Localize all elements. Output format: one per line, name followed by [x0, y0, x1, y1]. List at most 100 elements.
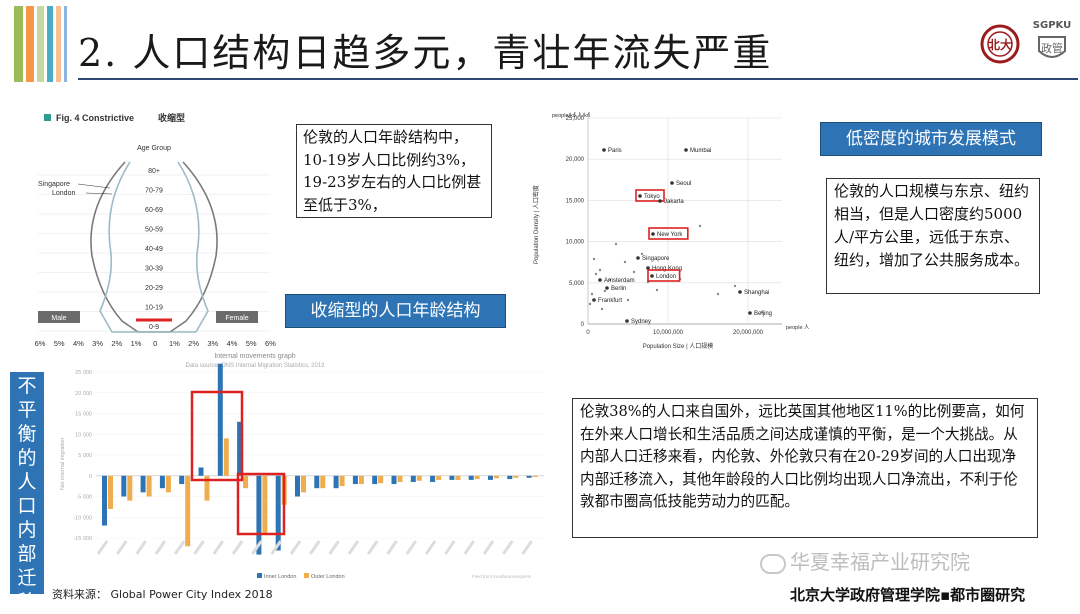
migration-y-tick: 15 000 [75, 412, 92, 418]
bar-outer-london [204, 475, 210, 501]
x-tick-label-placeholder [463, 540, 475, 555]
bar-inner-london [333, 475, 339, 489]
city-label: Frankfurt [598, 298, 622, 304]
city-highlight-box [635, 189, 665, 202]
x-tick-label-placeholder [212, 540, 225, 555]
city-label: Sydney [631, 319, 651, 325]
scatter-point [626, 298, 630, 302]
x-tick-label-placeholder [347, 540, 360, 555]
pyramid-x-tick: 6% [35, 339, 46, 348]
scatter-point [592, 257, 596, 261]
city-point [625, 319, 629, 323]
pyramid-age-labels: 80+70-7960-6950-5940-4930-3920-2910-190-… [145, 168, 163, 331]
scatter-point [590, 292, 594, 296]
scatter-note-text: 伦敦的人口规模与东京、纽约相当，但是人口密度约5000人/平方公里，远低于东京、… [834, 182, 1030, 269]
bar-outer-london [494, 475, 499, 479]
bar-inner-london [140, 475, 146, 493]
legend-outer-london: Outer London [311, 574, 345, 580]
migration-note-text: 伦敦38%的人口来自国外，远比英国其他地区11%的比例要高，如何在外来人口增长和… [580, 403, 1025, 510]
city-point [651, 232, 655, 236]
age-group-label: 80+ [148, 168, 160, 175]
scatter-chart: people/㎢ 人/㎢ Population Density | 人口密度 P… [530, 104, 812, 354]
city-label: Shanghai [744, 290, 769, 296]
migration-y-tick: 25 000 [75, 370, 92, 376]
scatter-y-tick: 15,000 [566, 198, 585, 204]
scatter-x-unit: people 人 [786, 324, 810, 331]
city-label: Jakarta [664, 199, 684, 205]
bar-outer-london [474, 475, 480, 480]
city-label: Mumbai [690, 148, 711, 154]
city-label: Tokyo [644, 194, 660, 200]
bar-inner-london [159, 475, 165, 489]
city-label: Singapore [642, 256, 670, 262]
migration-chart: Internal movements graph Data source: ON… [52, 350, 552, 582]
migration-side-label: 不平衡的人口内部迁移 [10, 372, 44, 613]
bar-inner-london [121, 475, 127, 497]
pku-logo: 北大 [980, 24, 1020, 64]
pyramid-x-tick: 4% [73, 339, 84, 348]
scatter-point [600, 307, 604, 311]
city-label: London [656, 274, 676, 280]
city-point [605, 286, 609, 290]
bar-outer-london [358, 475, 364, 485]
bar-inner-london [410, 475, 416, 482]
scatter-y-tick: 10,000 [566, 240, 585, 246]
scatter-x-label: Population Size | 人口规模 [643, 342, 714, 350]
migration-y-tick: -10 000 [73, 515, 92, 521]
x-tick-label-placeholder [328, 540, 340, 555]
pyramid-x-tick: 2% [111, 339, 122, 348]
age-group-label: 40-49 [145, 246, 163, 253]
pyramid-fig-label-cn: 收缩型 [158, 112, 185, 123]
bar-inner-london [179, 475, 185, 485]
legend-inner-london: Inner London [264, 574, 296, 580]
migration-bars [96, 363, 538, 555]
city-point [670, 181, 674, 185]
migration-y-tick: -15 000 [73, 536, 92, 542]
city-point [748, 311, 752, 315]
decor-stripe [56, 6, 61, 82]
institution-footer: 北京大学政府管理学院▪都市圈研究 [790, 586, 1026, 604]
title-divider [78, 78, 1078, 80]
scatter-x-tick: 20,000,000 [733, 330, 764, 336]
pyramid-x-tick: 6% [265, 339, 276, 348]
city-point [592, 298, 596, 302]
city-point [738, 290, 742, 294]
city-point [684, 148, 688, 152]
city-label: Seoul [676, 181, 691, 187]
city-highlight-box [647, 269, 681, 282]
highlight-box [236, 472, 286, 536]
page-title: 2. 人口结构日趋多元，青壮年流失严重 [78, 31, 773, 75]
x-tick-label-placeholder [405, 540, 418, 555]
bar-inner-london [275, 475, 281, 551]
bar-inner-london [217, 363, 223, 476]
city-point [658, 199, 662, 203]
x-tick-label-placeholder [521, 540, 533, 555]
scatter-y-unit: people/㎢ 人/㎢ [552, 111, 590, 119]
age-group-label: 30-39 [145, 266, 163, 273]
city-point [646, 266, 650, 270]
bar-outer-london [165, 475, 171, 493]
x-tick-label-placeholder [251, 540, 263, 555]
scatter-point [614, 242, 618, 246]
bar-inner-london [372, 475, 378, 485]
bar-inner-london [468, 475, 474, 480]
city-label: Amsterdam [604, 278, 635, 284]
pyramid-fig-label: Fig. 4 Constrictive [56, 113, 134, 123]
wechat-icon [760, 553, 786, 574]
city-label: Beijing [754, 311, 772, 317]
sgpku-logo: SGPKU 政管 [1032, 20, 1072, 72]
bar-outer-london [320, 475, 326, 489]
scatter-y-tick: 5,000 [569, 281, 585, 287]
scatter-point [698, 224, 702, 228]
sgpku-logo-sub: 政管 [1041, 41, 1063, 55]
scatter-point [632, 270, 636, 274]
migration-y-tick: 10 000 [75, 432, 92, 438]
city-highlight-box [648, 227, 689, 240]
bar-outer-london [416, 475, 422, 481]
city-point [650, 274, 654, 278]
source-note: 资料来源： Global Power City Index 2018 [52, 588, 273, 601]
x-tick-label-placeholder [482, 540, 495, 555]
pyramid-x-tick: 0 [153, 339, 157, 348]
bar-outer-london [455, 475, 461, 480]
